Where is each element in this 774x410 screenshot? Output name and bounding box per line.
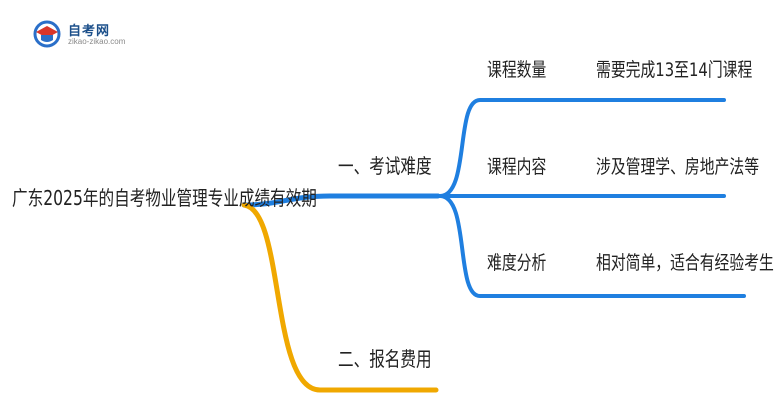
leaf-value-1: 需要完成13至14门课程 xyxy=(596,59,753,81)
mindmap-connectors xyxy=(241,98,746,393)
connector-branch-1-leaf-1 xyxy=(438,98,726,198)
leaf-key-3: 难度分析 xyxy=(487,252,547,274)
branch-node-2: 二、报名费用 xyxy=(338,347,432,371)
leaf-value-3: 相对简单，适合有经验考生 xyxy=(596,252,774,274)
connector-root-branch-2 xyxy=(241,202,439,393)
logo-url: zikao-zikao.com xyxy=(68,37,126,46)
logo-name: 自考网 xyxy=(68,24,111,39)
site-logo[interactable]: 自考网 zikao-zikao.com xyxy=(32,18,142,50)
leaf-key-2: 课程内容 xyxy=(487,156,547,178)
leaf-key-1: 课程数量 xyxy=(487,59,547,81)
connector-branch-1-leaf-3 xyxy=(438,194,746,298)
connector-root-branch-1 xyxy=(241,193,441,208)
leaf-value-2: 涉及管理学、房地产法等 xyxy=(596,156,760,178)
graduation-cap-icon xyxy=(33,20,61,48)
branch-node-1: 一、考试难度 xyxy=(338,154,432,178)
root-node: 广东2025年的自考物业管理专业成绩有效期 xyxy=(12,186,317,210)
